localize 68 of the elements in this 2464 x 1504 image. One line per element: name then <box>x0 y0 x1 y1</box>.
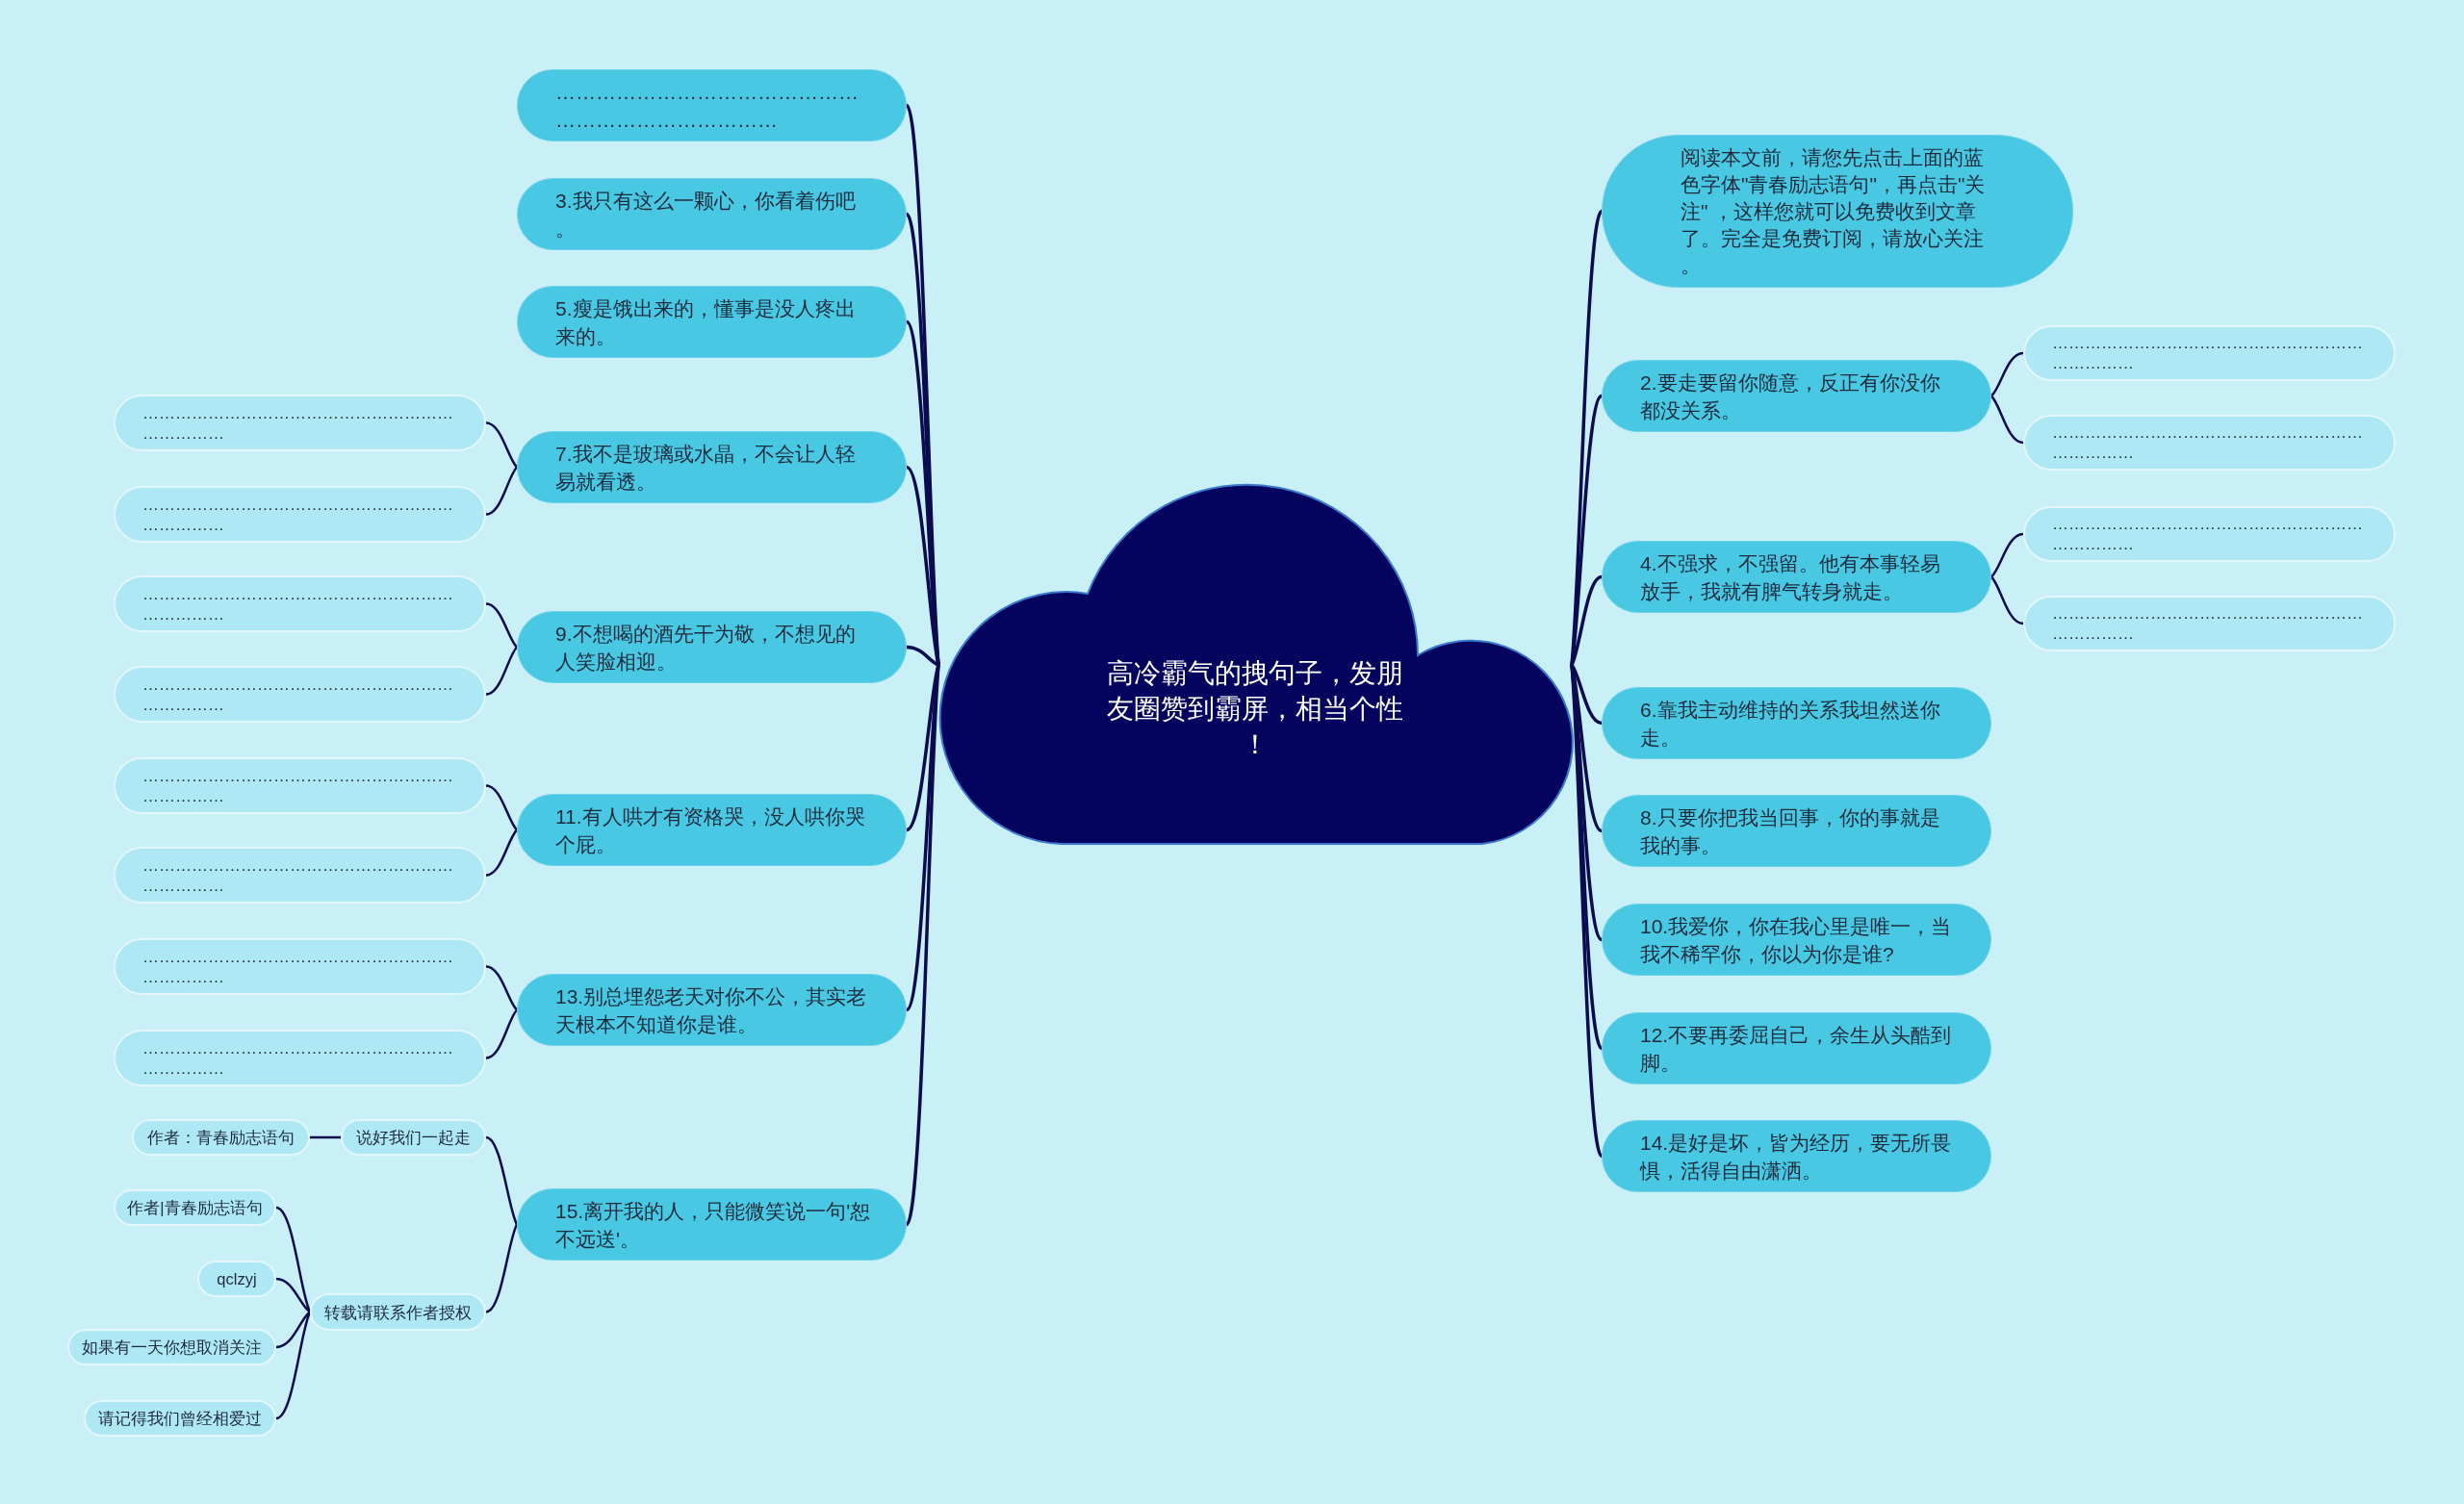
subtopic-box: ……………………………………………………………… <box>2023 415 2396 471</box>
cloud: 高冷霸气的拽句子，发朋友圈赞到霸屏，相当个性！ <box>938 484 1572 846</box>
connector-line <box>905 664 940 1011</box>
subtopic-box: ……………………………………………………………… <box>114 757 486 814</box>
subtopic-box: ……………………………………………………………… <box>114 395 486 451</box>
connector-line <box>485 421 518 469</box>
subtopic-box: 说好我们一起走 <box>341 1119 486 1156</box>
connector-line <box>1570 395 1604 666</box>
connector-line <box>485 784 518 831</box>
subtopic-box: qclzyj <box>197 1261 276 1297</box>
topic-box: 8.只要你把我当回事，你的事就是我的事。 <box>1602 795 1991 867</box>
subtopic-box: ……………………………………………………………… <box>114 847 486 904</box>
connector-line <box>485 1008 518 1059</box>
topic-box: 7.我不是玻璃或水晶，不会让人轻易就看透。 <box>517 431 907 503</box>
topic-box: …………………………………………………………………… <box>517 69 907 141</box>
topic-box: 12.不要再委屈自己，余生从头酷到脚。 <box>1602 1012 1991 1084</box>
connector-line <box>1990 351 2024 397</box>
subtopic-box: ……………………………………………………………… <box>2023 325 2396 381</box>
connector-line <box>310 1135 341 1139</box>
connector-line <box>905 664 940 1226</box>
connector-line <box>485 602 518 649</box>
connector-line <box>1570 664 1604 832</box>
subtopic-box: 作者|青春励志语句 <box>114 1189 276 1226</box>
connector-line <box>1570 210 1604 666</box>
topic-box: 5.瘦是饿出来的，懂事是没人疼出来的。 <box>517 286 907 358</box>
connector-line <box>905 104 940 666</box>
connector-line <box>275 1277 311 1313</box>
connector-line <box>1990 575 2024 625</box>
subtopic-box: ……………………………………………………………… <box>114 666 486 723</box>
subtopic-box: ……………………………………………………………… <box>114 575 486 632</box>
topic-box: 14.是好是坏，皆为经历，要无所畏惧，活得自由潇洒。 <box>1602 1120 1991 1192</box>
connector-line <box>1570 574 1603 666</box>
connector-line <box>275 1206 312 1313</box>
subtopic-box: ……………………………………………………………… <box>2023 596 2396 651</box>
connector-line <box>905 466 940 666</box>
subtopic-box: 作者：青春励志语句 <box>132 1119 310 1156</box>
subtopic-box: ……………………………………………………………… <box>114 486 486 543</box>
topic-box: 3.我只有这么一颗心，你看着伤吧。 <box>517 178 907 250</box>
subtopic-box: ……………………………………………………………… <box>114 938 486 995</box>
connector-line <box>275 1311 311 1349</box>
connector-line <box>485 466 518 516</box>
subtopic-box: ……………………………………………………………… <box>2023 506 2396 562</box>
connector-line <box>485 1135 519 1225</box>
connector-line <box>485 646 518 696</box>
connector-line <box>485 965 518 1011</box>
subtopic-box: 如果有一天你想取消关注 <box>67 1329 276 1365</box>
connector-line <box>906 645 939 667</box>
subtopic-box: ……………………………………………………………… <box>114 1030 486 1086</box>
topic-box: 阅读本文前，请您先点击上面的蓝色字体"青春励志语句"，再点击"关注" ，这样您就可以免费收到文章了。完全是免费订阅，请放心关注。 <box>1602 135 2073 288</box>
topic-box: 6.靠我主动维持的关系我坦然送你走。 <box>1602 687 1991 759</box>
connector-line <box>485 828 518 877</box>
topic-box: 11.有人哄才有资格哭，没人哄你哭个屁。 <box>517 794 907 866</box>
topic-box: 4.不强求，不强留。他有本事轻易放手，我就有脾气转身就走。 <box>1602 541 1991 613</box>
topic-box: 13.别总埋怨老天对你不公，其实老天根本不知道你是谁。 <box>517 974 907 1046</box>
topic-box: 2.要走要留你随意，反正有你没你都没关系。 <box>1602 360 1991 432</box>
connector-line <box>1990 532 2024 578</box>
topic-box: 15.离开我的人，只能微笑说一句'恕不远送'。 <box>517 1188 907 1261</box>
connector-line <box>275 1312 312 1420</box>
connector-line <box>1570 664 1604 1050</box>
connector-line <box>905 320 940 666</box>
subtopic-box: 转载请联系作者授权 <box>310 1293 486 1331</box>
topic-box: 9.不想喝的酒先干为敬，不想见的人笑脸相迎。 <box>517 611 907 683</box>
connector-line <box>1570 664 1604 941</box>
connector-line <box>906 664 940 831</box>
topic-box: 10.我爱你，你在我心里是唯一，当我不稀罕你，你以为你是谁? <box>1602 904 1991 976</box>
subtopic-box: 请记得我们曾经相爱过 <box>84 1400 276 1437</box>
connector-line <box>1990 395 2024 445</box>
connector-line <box>485 1224 519 1313</box>
